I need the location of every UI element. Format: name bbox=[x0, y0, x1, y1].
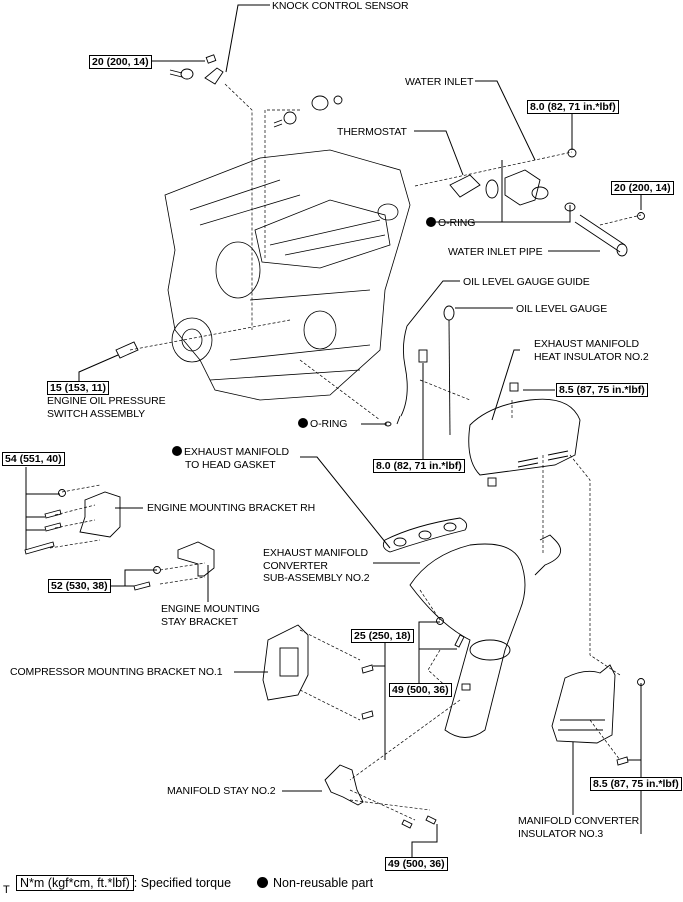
label-oil-level-gauge-guide: OIL LEVEL GAUGE GUIDE bbox=[463, 276, 590, 288]
manifold-converter-insulator-no3 bbox=[551, 664, 645, 766]
engine-block bbox=[164, 149, 411, 401]
oil-pressure-switch bbox=[115, 341, 139, 359]
torque-oil-gauge-guide: 8.0 (82, 71 in.*lbf) bbox=[373, 459, 465, 473]
torque-compressor-bracket: 25 (250, 18) bbox=[351, 629, 414, 643]
label-engine-mounting-bracket-rh: ENGINE MOUNTING BRACKET RH bbox=[147, 502, 316, 514]
legend-nonreusable-desc: Non-reusable part bbox=[273, 876, 374, 890]
non-reusable-dot-icon bbox=[256, 877, 268, 888]
torque-heat-insulator: 8.5 (87, 75 in.*lbf) bbox=[556, 383, 648, 397]
label-manifold-stay-no2: MANIFOLD STAY NO.2 bbox=[167, 785, 276, 797]
legend-marker: T bbox=[3, 884, 10, 896]
exhaust-converter bbox=[409, 534, 562, 738]
oil-gauge-parts bbox=[384, 305, 455, 436]
dashed-lines bbox=[49, 83, 642, 821]
torque-stay-bracket: 52 (530, 38) bbox=[48, 579, 111, 593]
heat-insulator-no2 bbox=[468, 382, 581, 487]
label-thermostat: THERMOSTAT bbox=[337, 126, 407, 138]
compressor-mounting-bracket bbox=[262, 624, 374, 720]
label-o-ring-top: O-RING bbox=[426, 217, 475, 230]
torque-oil-pressure-switch: 15 (153, 11) bbox=[47, 381, 110, 395]
legend-torque-desc: : Specified torque bbox=[133, 876, 232, 890]
manifold-stay-no2 bbox=[324, 764, 437, 829]
non-reusable-dot-icon bbox=[172, 446, 182, 456]
torque-water-inlet-pipe: 20 (200, 14) bbox=[611, 181, 674, 195]
torque-converter-insulator: 8.5 (87, 75 in.*lbf) bbox=[590, 777, 682, 791]
leader-lines bbox=[25, 4, 642, 857]
cooling-parts bbox=[449, 148, 645, 257]
torque-mounting-bracket-rh: 54 (551, 40) bbox=[2, 452, 65, 466]
engine-mounting-stay-bracket bbox=[133, 541, 215, 591]
exhaust-gasket bbox=[382, 517, 468, 553]
label-compressor-mounting-bracket: COMPRESSOR MOUNTING BRACKET NO.1 bbox=[10, 666, 223, 678]
engine-mounting-bracket-rh bbox=[24, 489, 121, 555]
label-o-ring-mid: O-RING bbox=[298, 418, 347, 431]
label-water-inlet: WATER INLET bbox=[405, 76, 474, 88]
torque-converter: 49 (500, 36) bbox=[389, 683, 452, 697]
torque-manifold-stay: 49 (500, 36) bbox=[385, 857, 448, 871]
non-reusable-dot-icon bbox=[298, 418, 308, 428]
legend: N*m (kgf*cm, ft.*lbf): Specified torque … bbox=[16, 875, 374, 891]
legend-torque-unit-box: N*m (kgf*cm, ft.*lbf) bbox=[16, 875, 134, 891]
label-knock-control-sensor: KNOCK CONTROL SENSOR bbox=[272, 0, 409, 12]
knock-sensor-parts bbox=[169, 54, 343, 128]
torque-knock-sensor: 20 (200, 14) bbox=[89, 55, 152, 69]
non-reusable-dot-icon bbox=[426, 217, 436, 227]
label-oil-level-gauge: OIL LEVEL GAUGE bbox=[516, 303, 608, 315]
label-water-inlet-pipe: WATER INLET PIPE bbox=[448, 246, 543, 258]
torque-water-inlet: 8.0 (82, 71 in.*lbf) bbox=[527, 100, 619, 114]
